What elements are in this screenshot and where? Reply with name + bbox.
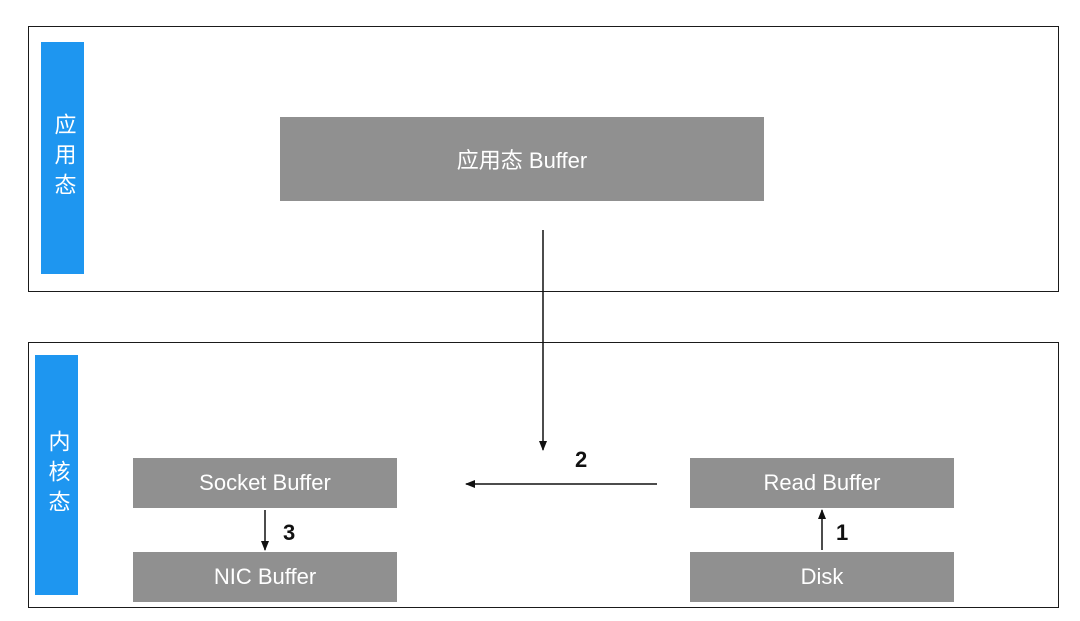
socket-buffer-label: Socket Buffer: [199, 470, 331, 495]
disk-box: Disk: [690, 552, 954, 602]
nic-buffer-label: NIC Buffer: [213, 564, 317, 589]
socket-buffer-box: Socket Buffer: [133, 458, 397, 508]
app-buffer-label: 应用态 Buffer: [456, 148, 588, 173]
step-2-number: 2: [575, 447, 588, 472]
step-3-number: 3: [283, 520, 296, 545]
kernel-space-label: 内核态: [35, 355, 78, 595]
user-space-label-text: 应用态: [50, 113, 76, 203]
nic-buffer-box: NIC Buffer: [133, 552, 397, 602]
user-space-label: 应用态: [41, 42, 84, 274]
kernel-space-label-text: 内核态: [44, 430, 70, 520]
step-1-number: 1: [836, 520, 849, 545]
read-buffer-label: Read Buffer: [763, 470, 881, 495]
read-buffer-box: Read Buffer: [690, 458, 954, 508]
app-buffer-box: 应用态 Buffer: [280, 117, 764, 201]
disk-label: Disk: [800, 564, 844, 589]
